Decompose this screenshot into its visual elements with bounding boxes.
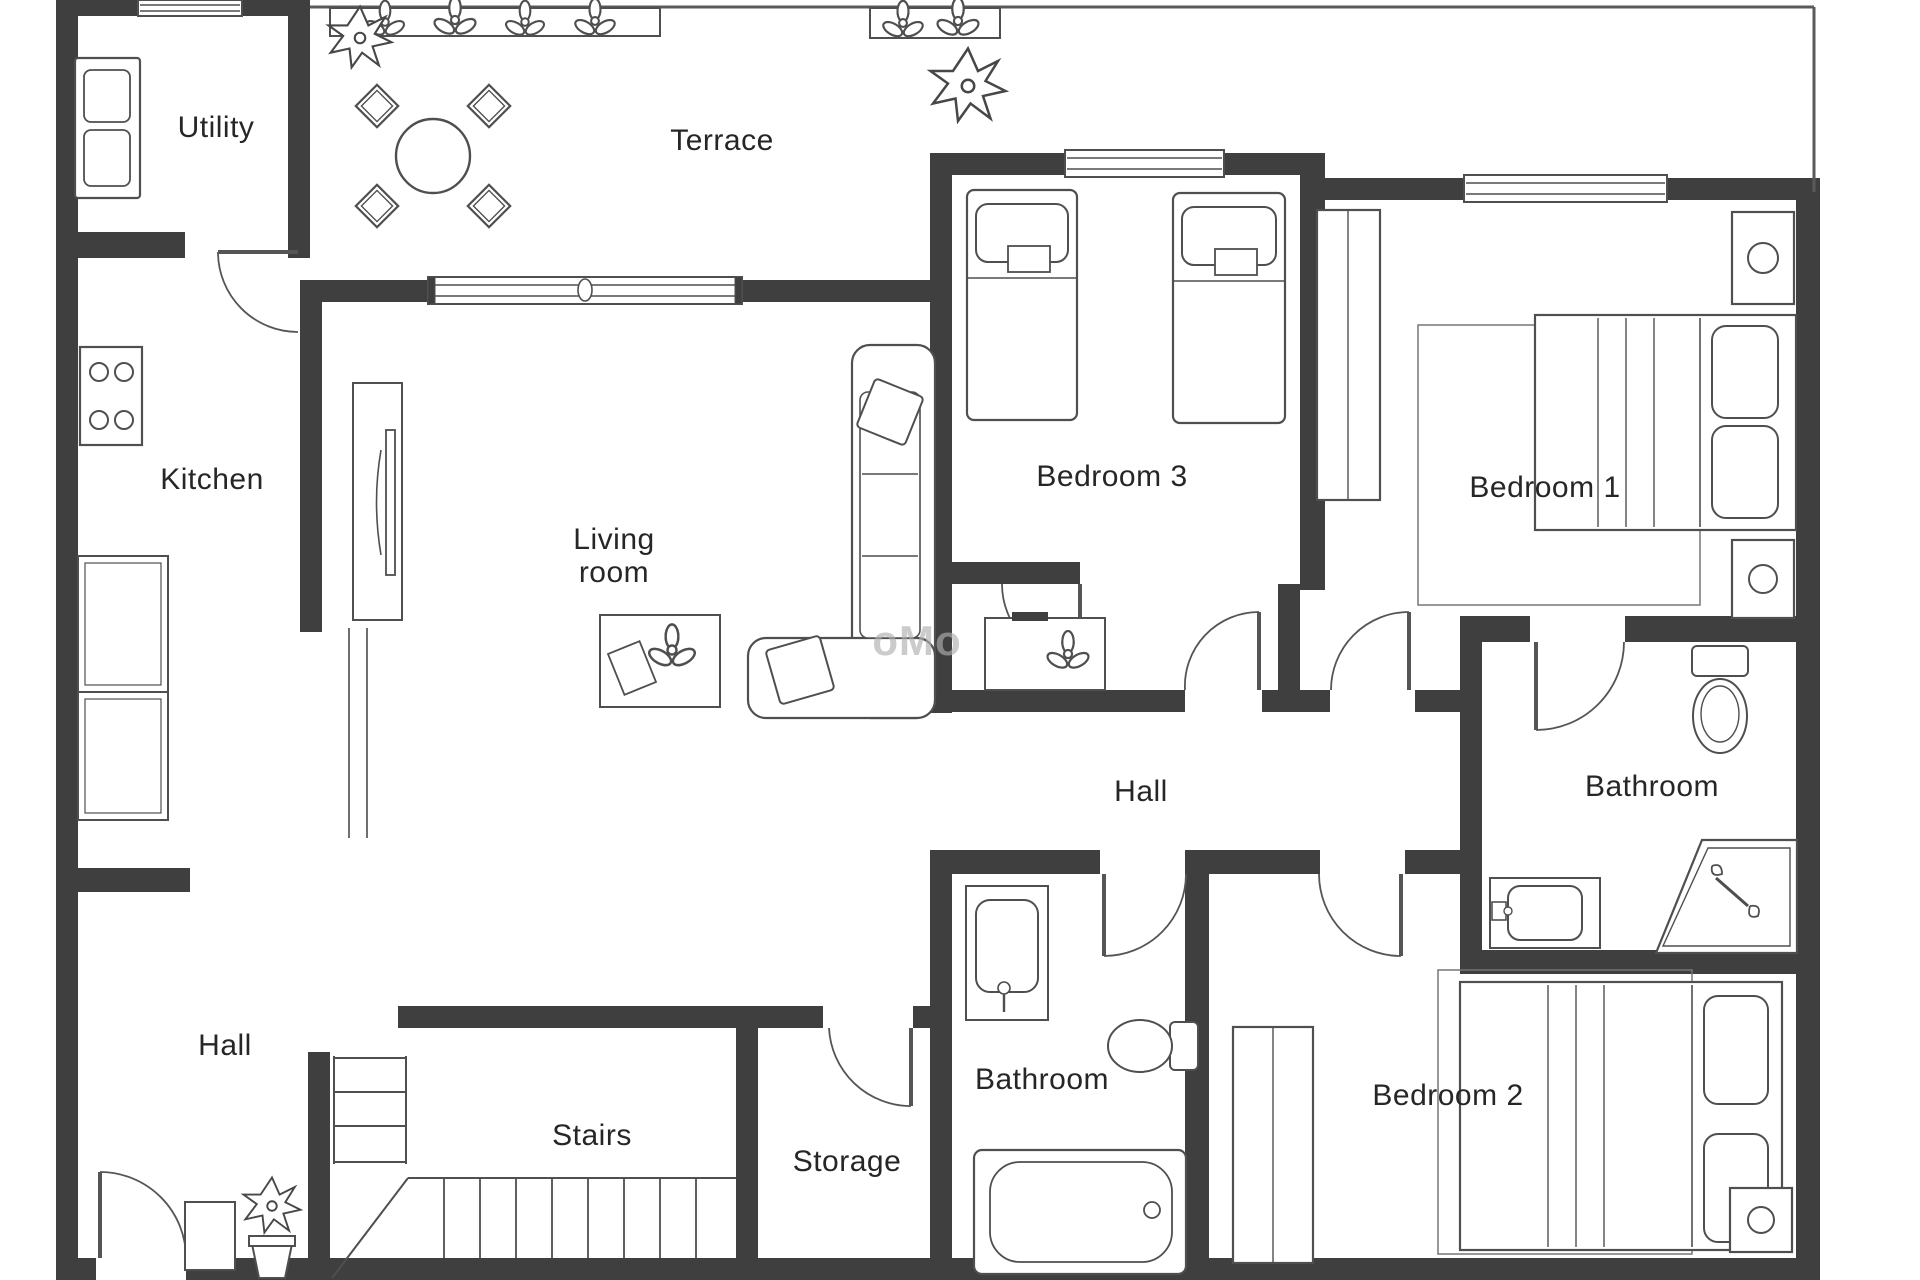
door-bedroom1: [1330, 611, 1411, 691]
window-bedroom3: [1064, 149, 1225, 178]
planter-right-icon: [869, 0, 1007, 123]
label-bedroom3: Bedroom 3: [1036, 460, 1188, 493]
kitchen-counter-icon: [77, 555, 169, 821]
nightstand-icon: [1730, 538, 1796, 620]
toilet-icon: [1107, 1019, 1199, 1073]
coffee-table-icon: [599, 614, 721, 708]
doors: [98, 250, 1625, 1259]
label-utility: Utility: [177, 111, 255, 144]
single-bed-icon: [965, 188, 1079, 422]
door-bedroom2: [1318, 873, 1403, 957]
washer-icon: [73, 56, 142, 200]
nightstand-icon: [1730, 210, 1796, 306]
door-front: [98, 1171, 187, 1259]
windows: [137, 0, 1668, 305]
sink-icon: [965, 885, 1049, 1021]
toilet-icon: [1691, 645, 1749, 754]
window-living: [427, 276, 743, 305]
label-stairs: Stairs: [552, 1119, 632, 1152]
door-storage: [828, 1027, 913, 1107]
nightstand-icon: [1728, 1186, 1794, 1254]
sink-icon: [1489, 877, 1601, 949]
flower-icon: [929, 47, 1007, 123]
door-mat: [184, 1201, 236, 1271]
tv-unit-icon: [352, 382, 403, 621]
planter-left-icon: [327, 0, 661, 69]
label-bedroom1: Bedroom 1: [1469, 471, 1621, 504]
door-bathroom-main: [1102, 873, 1187, 957]
label-bathroom-main: Bathroom: [974, 1063, 1110, 1096]
dining-table-icon: [354, 83, 512, 229]
label-bedroom2: Bedroom 2: [1372, 1079, 1524, 1112]
wardrobe-icon: [1315, 208, 1382, 502]
door-bedroom3-hall: [1184, 611, 1261, 691]
single-bed-icon: [1171, 191, 1287, 425]
door-bathroom-ensuite: [1534, 641, 1625, 731]
label-terrace: Terrace: [670, 124, 774, 157]
label-bathroom-ensuite: Bathroom: [1584, 770, 1720, 803]
bathtub-icon: [972, 1148, 1188, 1276]
label-hall-lower: Hall: [198, 1029, 252, 1062]
stove-icon: [78, 345, 144, 447]
kitchen-opening: [348, 628, 368, 838]
window-utility: [137, 0, 243, 17]
shower-icon: [1654, 838, 1799, 955]
label-hall-upper: Hall: [1114, 775, 1168, 808]
label-storage: Storage: [792, 1145, 902, 1178]
stairs-icon: [331, 1056, 736, 1279]
dresser-icon: [984, 612, 1106, 691]
sofa-icon: [746, 343, 937, 720]
label-living-room: Living room: [573, 523, 655, 589]
door-utility: [217, 250, 299, 333]
window-bedroom1: [1463, 174, 1668, 203]
watermark: oMo: [872, 617, 962, 664]
double-bed-icon: [1533, 313, 1798, 532]
potted-plant-icon: [242, 1176, 302, 1279]
label-kitchen: Kitchen: [160, 463, 264, 496]
wardrobe-icon: [1231, 1025, 1315, 1265]
